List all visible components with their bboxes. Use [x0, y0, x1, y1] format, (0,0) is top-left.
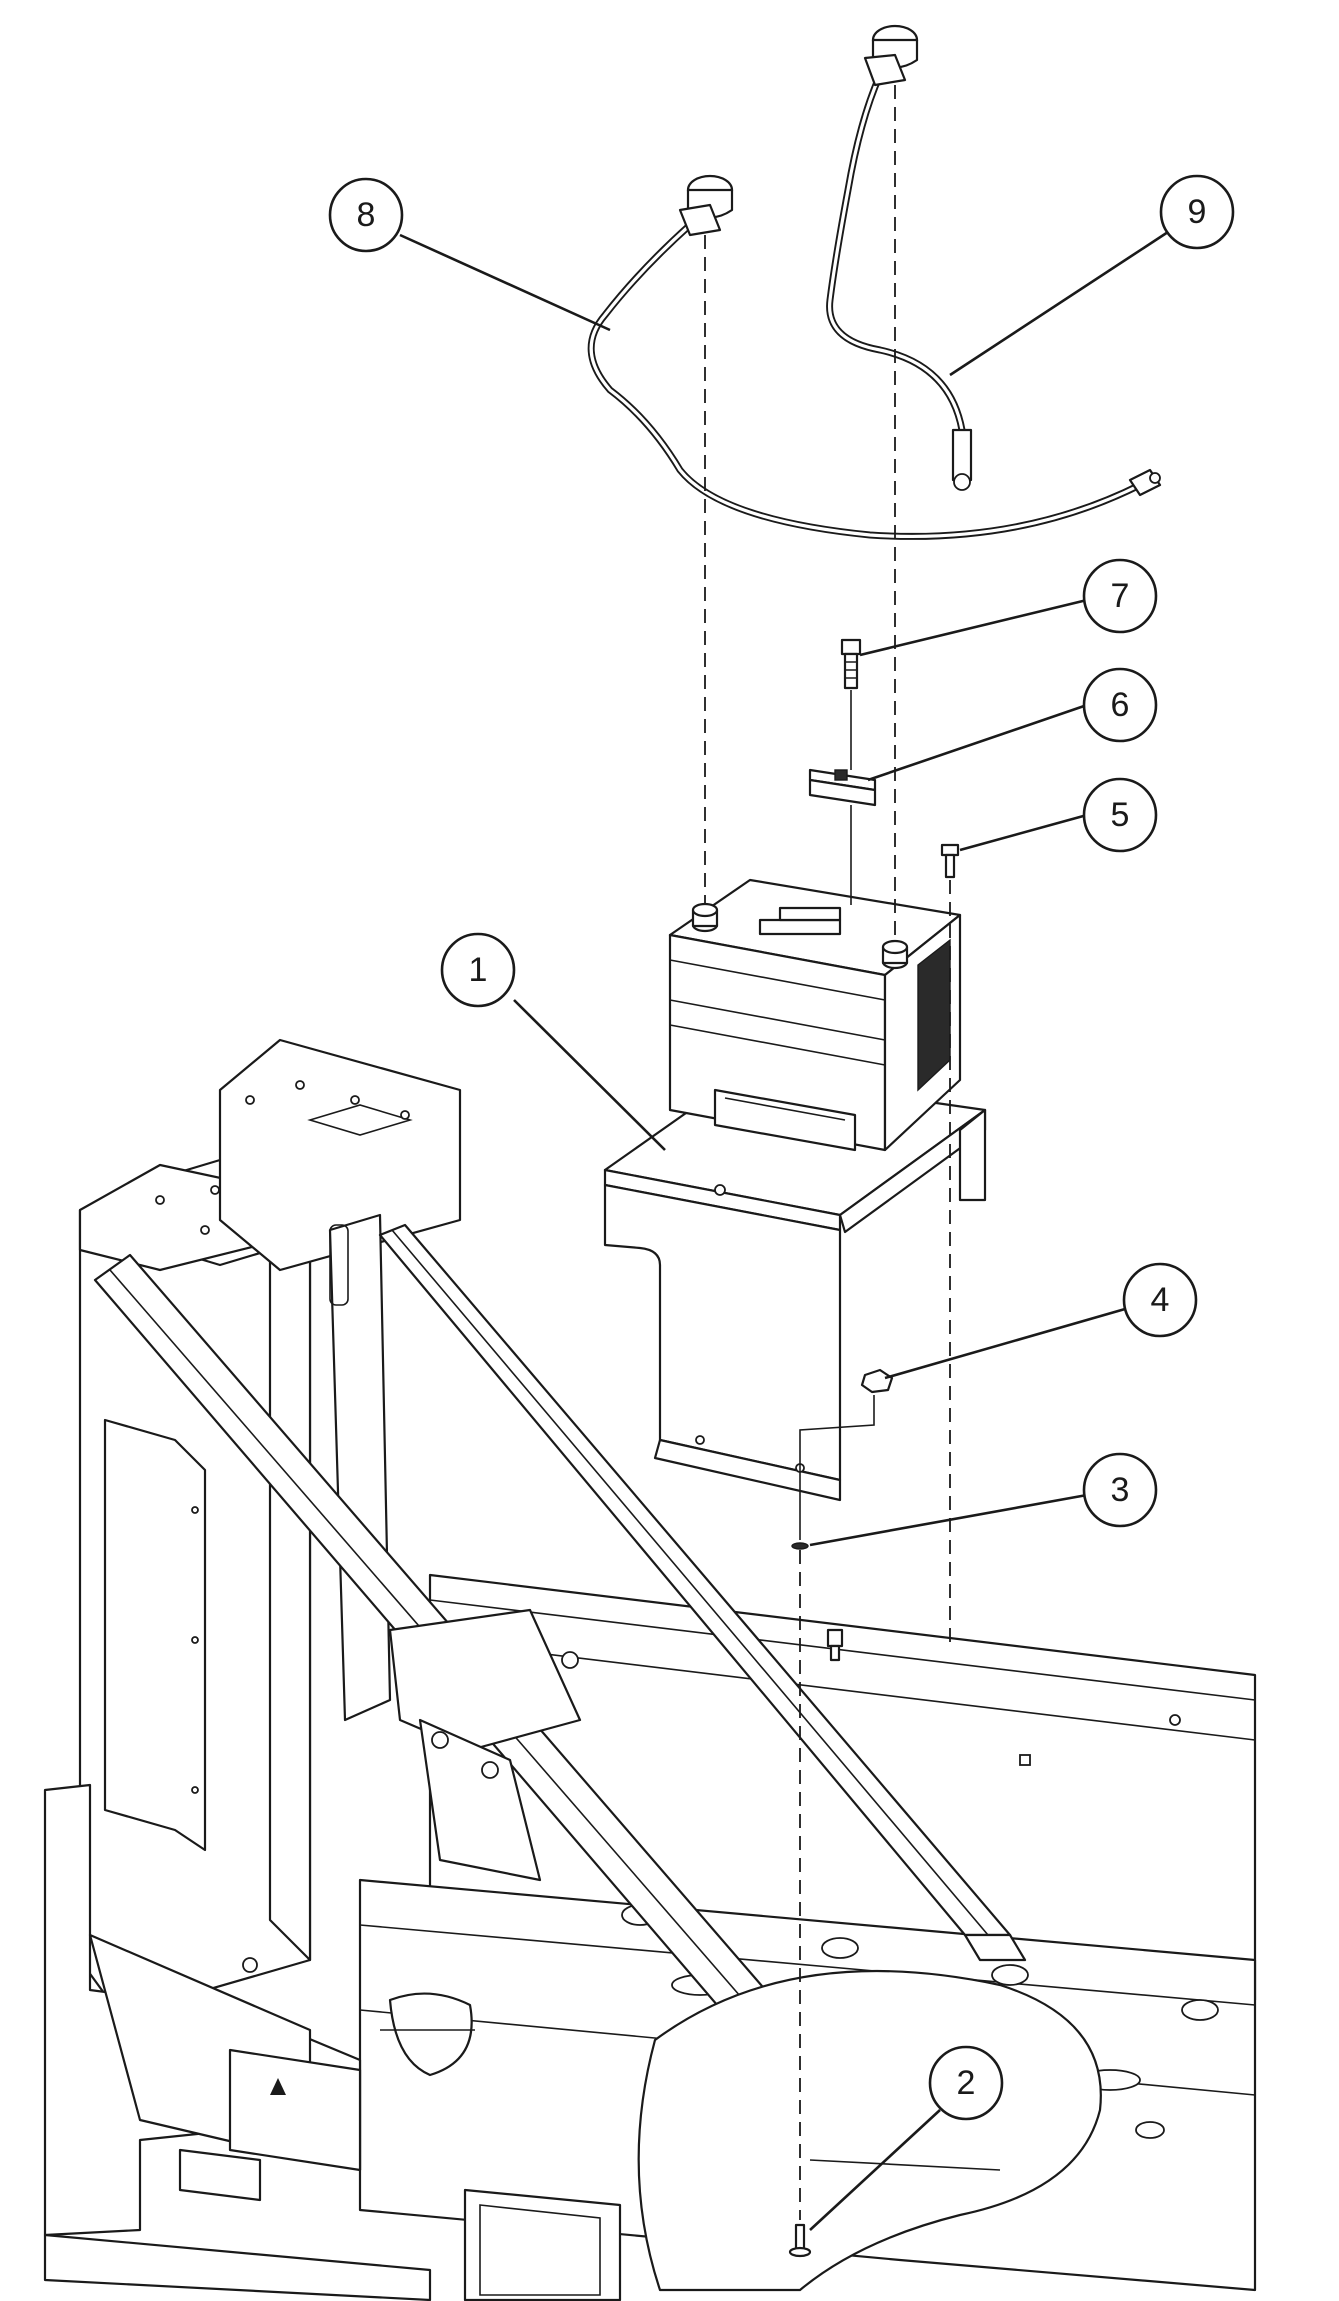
battery — [668, 878, 962, 1152]
vehicle-frame — [43, 1038, 1257, 2301]
leader-lines — [399, 230, 1169, 2231]
battery-cable-negative — [587, 174, 1162, 540]
callout-4: 4 — [1122, 1262, 1198, 1338]
battery-cable-positive — [826, 24, 973, 491]
callout-3-label: 3 — [1111, 1471, 1130, 1509]
callout-2-label: 2 — [957, 2064, 976, 2102]
callout-1: 1 — [440, 932, 516, 1008]
callout-5-label: 5 — [1111, 796, 1130, 834]
callout-1-label: 1 — [469, 951, 488, 989]
callout-9: 9 — [1159, 174, 1235, 250]
callout-7-label: 7 — [1111, 577, 1130, 615]
callout-8: 8 — [328, 177, 404, 253]
mounting-bolt — [788, 2223, 812, 2258]
callout-6-label: 6 — [1111, 686, 1130, 724]
callout-3: 3 — [1082, 1452, 1158, 1528]
flange-nut — [860, 1368, 894, 1394]
callout-6: 6 — [1082, 667, 1158, 743]
callout-4-label: 4 — [1151, 1281, 1170, 1319]
hold-down-clamp — [808, 768, 877, 807]
callout-9-label: 9 — [1188, 193, 1207, 231]
hold-down-bolt — [840, 638, 862, 690]
frame-stud — [826, 1628, 844, 1662]
alignment-lines — [704, 85, 951, 2220]
tray-screw — [940, 843, 960, 879]
warning-triangle-icon — [270, 2078, 286, 2095]
callout-2: 2 — [928, 2045, 1004, 2121]
callout-7: 7 — [1082, 558, 1158, 634]
callout-5: 5 — [1082, 777, 1158, 853]
washer — [791, 1542, 809, 1550]
callout-8-label: 8 — [357, 196, 376, 234]
